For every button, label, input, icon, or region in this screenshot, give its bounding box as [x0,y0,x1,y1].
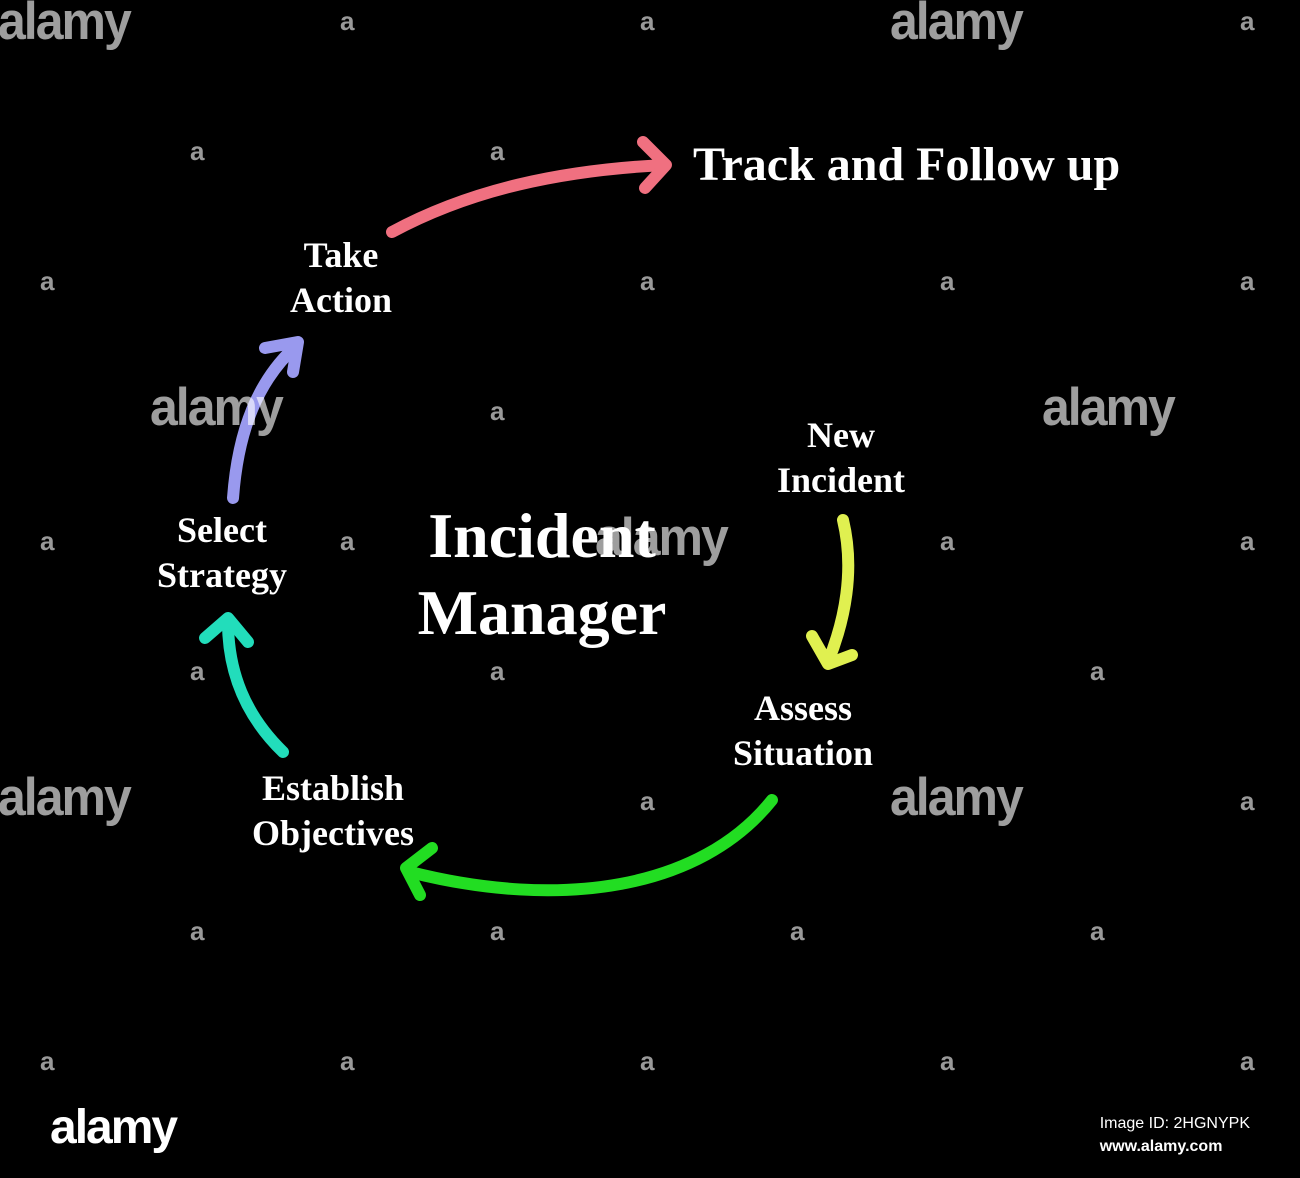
watermark-mark: a [790,916,805,946]
image-id: Image ID: 2HGNYPK [1099,1115,1250,1132]
watermark-mark: a [340,1046,355,1076]
arrow-establish-to-select [222,616,289,758]
watermark-mark: a [190,136,205,166]
watermark-mark: a [1240,1046,1255,1076]
arrow-new-to-assess [822,514,855,668]
watermark-mark: a [1090,916,1105,946]
arrow-assess-to-establish [404,794,778,897]
watermark-mark: a [1240,266,1255,296]
watermark-brand: alamy [595,507,729,567]
watermark-brand: alamy [0,0,132,51]
watermark-mark: a [490,136,505,166]
step-assess-situation-line2: Situation [732,733,874,773]
step-select-strategy-line2: Strategy [157,555,287,595]
arrow-assess-to-establish-head [400,842,438,901]
watermark-mark: a [940,526,955,556]
watermark-mark: a [640,786,655,816]
watermark-mark: a [640,1046,655,1076]
step-establish-objectives: Establish Objectives [223,766,443,856]
watermark-mark: a [190,916,205,946]
watermark-mark: a [490,396,505,426]
watermark-mark: a [340,6,355,36]
watermark-mark: a [190,656,205,686]
watermark-brand: alamy [890,0,1024,51]
arrow-take-to-track [386,159,671,238]
arrow-take-to-track-head [637,136,672,194]
watermark-mark: a [490,916,505,946]
watermark-mark: a [1090,656,1105,686]
site-url: www.alamy.com [1099,1138,1223,1156]
arrow-new-to-assess-head [806,630,858,670]
step-establish-objectives-line1: Establish [261,768,405,808]
watermark-mark: a [640,266,655,296]
image-credit: Image ID: 2HGNYPK www.alamy.com [1100,1112,1250,1158]
step-establish-objectives-line2: Objectives [252,813,414,853]
watermark-mark: a [640,6,655,36]
watermark-mark: a [1240,786,1255,816]
track-and-follow-up-label: Track and Follow up [693,138,1121,191]
step-new-incident-line1: New [807,415,875,455]
step-take-action: Take Action [241,233,441,323]
watermark-brand: alamy [1042,377,1176,437]
step-new-incident: New Incident [741,413,941,503]
watermark-mark: a [940,1046,955,1076]
diagram-title-line2: Manager [417,576,667,648]
watermark-mark: a [490,656,505,686]
step-take-action-line2: Action [290,280,392,320]
watermark-brand: alamy [0,767,132,827]
step-assess-situation: Assess Situation [703,686,903,776]
step-select-strategy-line1: Select [177,510,267,550]
arrow-select-to-take-head [259,336,304,378]
watermark-mark: a [1240,526,1255,556]
watermark-mark: a [340,526,355,556]
arrow-establish-to-select-head [199,612,254,648]
alamy-logo: alamy [50,1101,178,1154]
diagram-title-line1: Incident [428,500,656,571]
watermark-mark: a [40,1046,55,1076]
watermark-mark: a [40,266,55,296]
diagram-title: Incident Manager [392,498,692,652]
watermark-mark: a [40,526,55,556]
watermark-mark: a [940,266,955,296]
watermark-mark: a [1240,6,1255,36]
watermark-brand: alamy [890,767,1024,827]
step-new-incident-line2: Incident [776,460,906,500]
step-take-action-line1: Take [303,235,379,275]
arrow-select-to-take [227,339,303,504]
watermark-brand: alamy [150,377,284,437]
step-assess-situation-line1: Assess [753,688,852,728]
step-select-strategy: Select Strategy [122,508,322,598]
